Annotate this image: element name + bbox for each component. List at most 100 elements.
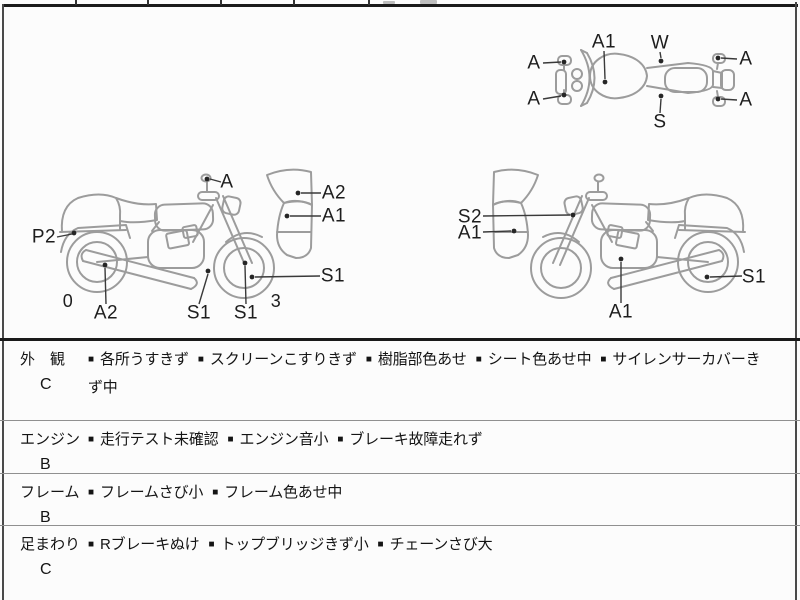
code-label-a: A: [739, 89, 753, 111]
count-label: 3: [270, 291, 282, 311]
section-grade: C: [40, 376, 52, 393]
condition-item: ■ 走行テスト未確認: [88, 431, 219, 448]
gauge: [571, 80, 583, 92]
bullet-square-icon: ■: [88, 487, 95, 498]
bullet-square-icon: ■: [197, 354, 204, 365]
section-name: 外 観: [20, 351, 66, 368]
bullet-square-icon: ■: [88, 354, 95, 365]
bullet-square-icon: ■: [337, 434, 344, 445]
leader-dots: [71, 176, 301, 280]
section-cell: 外 観 C: [0, 341, 88, 420]
gauge: [571, 68, 583, 80]
code-label-a: A: [220, 171, 234, 193]
code-label-a: A: [739, 48, 753, 70]
leader-lines: [482, 214, 743, 303]
section-cell: 足まわり C: [0, 526, 88, 600]
table-row: 足まわり C ■Rブレーキぬけ■トップブリッジきず小■チェーンさび大: [0, 525, 800, 600]
condition-items: ■ 走行テスト未確認 ■ エンジン音小 ■ブレーキ故障走れず: [88, 421, 780, 473]
code-label-a1: A1: [321, 205, 347, 227]
windscreen: [580, 49, 591, 107]
condition-item-text: トップブリッジきず小: [220, 536, 369, 553]
bullet-square-icon: ■: [365, 354, 372, 365]
leader-dots: [561, 55, 721, 102]
bullet-square-icon: ■: [475, 354, 482, 365]
condition-table: 外 観 C ■各所うすきず■スクリーンこすりきず■樹脂部色あせ■シート色あせ中■…: [0, 338, 800, 600]
condition-item-text: 樹脂部色あせ: [377, 351, 467, 368]
code-label-a1: A1: [591, 31, 617, 53]
code-label-s1: S1: [320, 265, 346, 287]
top-row-divider: [75, 0, 77, 5]
condition-item: ■ 各所うすきず: [88, 351, 189, 368]
code-label-p2: P2: [31, 226, 57, 248]
condition-items: ■各所うすきず■スクリーンこすりきず■樹脂部色あせ■シート色あせ中■サイレンサー…: [88, 341, 780, 420]
condition-item-text: スクリーンこすりきず: [209, 351, 357, 368]
section-grade: C: [40, 561, 52, 578]
bullet-square-icon: ■: [377, 539, 384, 550]
code-label-a2: A2: [321, 182, 347, 204]
condition-item: ■ エンジン音小: [227, 431, 328, 448]
top-row-divider: [147, 0, 149, 5]
handlebar-top: [555, 69, 567, 95]
table-row: 外 観 C ■各所うすきず■スクリーンこすりきず■樹脂部色あせ■シート色あせ中■…: [0, 338, 800, 420]
bullet-square-icon: ■: [212, 487, 219, 498]
section-grade: B: [40, 509, 51, 526]
table-row: フレーム B ■フレームさび小■フレーム色あせ中: [0, 473, 800, 526]
condition-item-text: 各所うすきず: [100, 351, 189, 368]
condition-item-text: 走行テスト未確認: [100, 431, 219, 448]
condition-item: ■ チェーンさび大: [378, 536, 493, 553]
top-row-divider: [220, 0, 222, 5]
bullet-square-icon: ■: [227, 434, 234, 445]
code-label-s1: S1: [186, 302, 212, 324]
leader-lines: [542, 50, 738, 114]
right-side-view-diagram: [20, 158, 350, 333]
top-view-art: [542, 49, 738, 114]
condition-item-text: エンジン音小: [239, 431, 329, 448]
sheet-left-border: [2, 4, 4, 600]
code-label-a2: A2: [93, 302, 119, 324]
top-row-divider: [368, 0, 370, 5]
code-label-a1: A1: [608, 301, 634, 323]
table-row: エンジン B ■ 走行テスト未確認 ■ エンジン音小 ■ブレーキ故障走れず: [0, 420, 800, 473]
section-name: エンジン: [20, 431, 81, 448]
top-view-bike: [555, 49, 735, 107]
tank-top: [589, 52, 648, 100]
condition-items: ■フレームさび小■フレーム色あせ中: [88, 474, 780, 525]
condition-item: ■ スクリーンこすりきず: [198, 351, 357, 368]
condition-item: ■ フレームさび小: [88, 484, 203, 501]
code-label-a: A: [527, 52, 541, 74]
code-label-s1: S1: [233, 302, 259, 324]
code-label-s1: S1: [741, 266, 767, 288]
condition-item: ■サイレンサーカバーきず中: [88, 351, 761, 396]
condition-item-text: シート色あせ中: [487, 351, 592, 368]
condition-item-text: フレームさび小: [100, 484, 204, 501]
sheet-right-border: [795, 2, 797, 600]
top-row-divider: [293, 0, 295, 5]
bullet-square-icon: ■: [88, 434, 95, 445]
code-label-s: S: [653, 111, 667, 133]
right-side-view-art: [56, 168, 321, 305]
condition-item: ■トップブリッジきず小: [208, 536, 368, 553]
condition-item: ■ シート色あせ中: [476, 351, 592, 368]
section-name: フレーム: [20, 484, 80, 501]
left-side-view-diagram: [450, 158, 790, 333]
seat-top: [664, 67, 708, 93]
code-label-s2: S2: [457, 206, 483, 228]
condition-items: ■Rブレーキぬけ■トップブリッジきず小■チェーンさび大: [88, 526, 780, 600]
sheet-top-border: [2, 4, 798, 7]
scan-artifact: [383, 1, 395, 4]
condition-item-text: サイレンサーカバーきず中: [88, 351, 761, 396]
condition-item: ■ブレーキ故障走れず: [337, 431, 482, 448]
code-label-a: A: [527, 88, 541, 110]
section-cell: フレーム B: [0, 474, 88, 526]
code-label-a1: A1: [457, 222, 483, 244]
condition-item-text: チェーンさび大: [389, 536, 493, 553]
leader-dots: [511, 212, 710, 280]
bullet-square-icon: ■: [88, 539, 95, 550]
bullet-square-icon: ■: [600, 354, 607, 365]
section-name: 足まわり: [20, 536, 81, 553]
code-label-w: W: [650, 32, 670, 54]
left-side-view-art: [482, 168, 746, 303]
condition-item: ■Rブレーキぬけ: [88, 536, 200, 553]
section-cell: エンジン B: [0, 421, 88, 473]
section-grade: B: [40, 456, 51, 473]
